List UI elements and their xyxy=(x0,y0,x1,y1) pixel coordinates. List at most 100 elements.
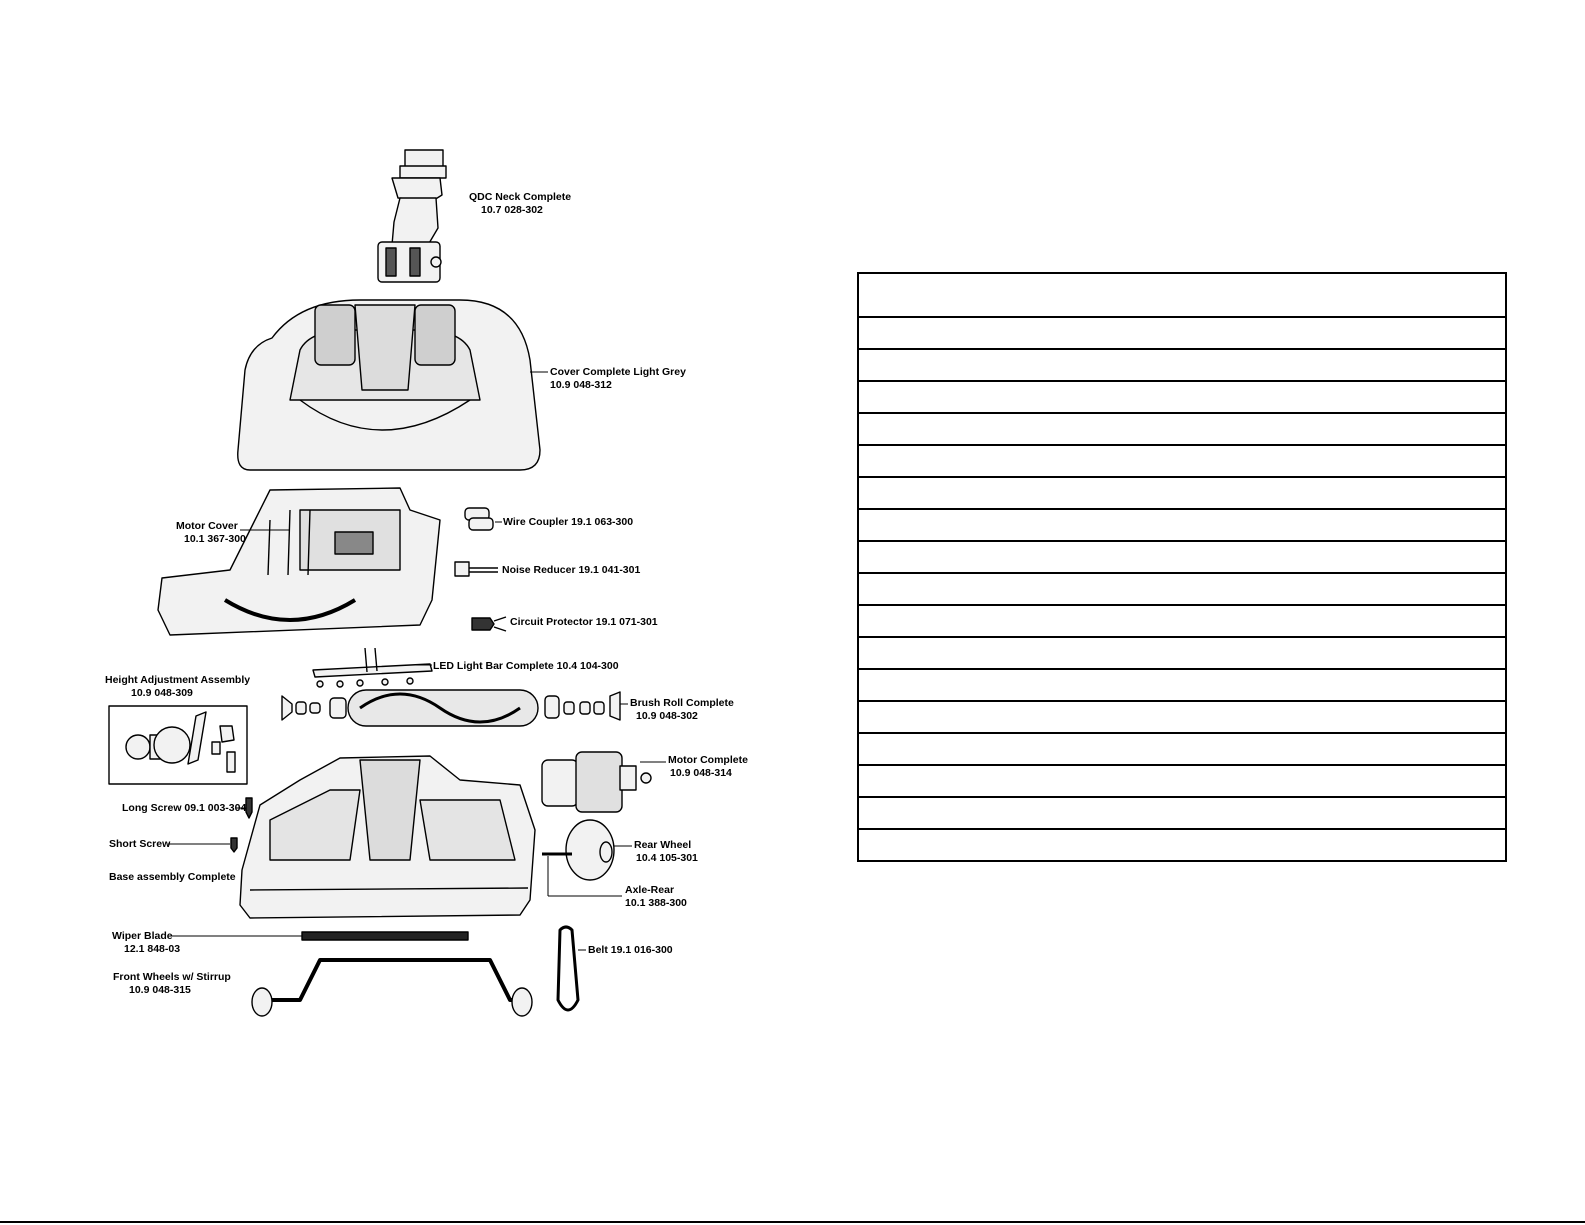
table-row xyxy=(858,477,1506,510)
brush-roll-name: Brush Roll Complete xyxy=(630,697,734,709)
base-assembly-label: Base assembly Complete xyxy=(109,871,236,884)
table-cell xyxy=(858,765,1506,798)
wire-coupler-name: Wire Coupler 19.1 063-300 xyxy=(503,516,634,528)
front-wheels-number: 10.9 048-315 xyxy=(129,984,191,996)
parts-table-body xyxy=(858,273,1506,861)
table-row xyxy=(858,317,1506,350)
table-header-row xyxy=(858,273,1506,318)
wire-coupler-label: Wire Coupler 19.1 063-300 xyxy=(503,516,633,529)
table-row xyxy=(858,541,1506,574)
led-light-bar-label: LED Light Bar Complete 10.4 104-300 xyxy=(433,660,619,673)
motor-cover-name: Motor Cover xyxy=(176,520,238,532)
height-adjustment-name: Height Adjustment Assembly xyxy=(105,674,251,686)
cover-name: Cover Complete Light Grey xyxy=(550,366,686,378)
table-cell xyxy=(858,797,1506,830)
table-cell xyxy=(858,445,1506,478)
noise-reducer-name: Noise Reducer 19.1 041-301 xyxy=(502,564,641,576)
table-row xyxy=(858,349,1506,382)
bottom-rule xyxy=(0,1221,1585,1223)
belt-name: Belt 19.1 016-300 xyxy=(588,944,673,956)
table-cell xyxy=(858,541,1506,574)
brush-roll-label: Brush Roll Complete 10.9 048-302 xyxy=(630,697,734,723)
table-row xyxy=(858,509,1506,542)
table-cell xyxy=(858,701,1506,734)
table-row xyxy=(858,605,1506,638)
led-light-bar-name: LED Light Bar Complete 10.4 104-300 xyxy=(433,660,619,672)
motor-cover-number: 10.1 367-300 xyxy=(184,533,246,545)
table-cell xyxy=(858,573,1506,606)
table-cell xyxy=(858,273,1506,318)
motor-name: Motor Complete xyxy=(668,754,748,766)
front-wheels-drawing xyxy=(251,958,533,1017)
table-cell xyxy=(858,317,1506,350)
brush-roll-drawing xyxy=(281,689,621,727)
table-row xyxy=(858,381,1506,414)
qdc-neck-number: 10.7 028-302 xyxy=(481,204,543,216)
table-cell xyxy=(858,509,1506,542)
wiper-blade-number: 12.1 848-03 xyxy=(124,943,181,955)
cover-number: 10.9 048-312 xyxy=(550,379,612,391)
belt-label: Belt 19.1 016-300 xyxy=(588,944,673,957)
qdc-neck-name: QDC Neck Complete xyxy=(469,191,572,203)
table-cell xyxy=(858,669,1506,702)
table-row xyxy=(858,733,1506,766)
circuit-protector-drawing xyxy=(471,616,507,632)
wiper-blade-name: Wiper Blade xyxy=(112,930,173,942)
table-row xyxy=(858,701,1506,734)
height-adjustment-drawing xyxy=(125,711,236,773)
table-row xyxy=(858,765,1506,798)
height-adjustment-number: 10.9 048-309 xyxy=(131,687,193,699)
cover-drawing xyxy=(237,299,541,471)
wiper-blade-label: Wiper Blade 12.1 848-03 xyxy=(112,930,180,956)
axle-rear-label: Axle-Rear 10.1 388-300 xyxy=(625,884,687,910)
motor-label: Motor Complete 10.9 048-314 xyxy=(668,754,748,780)
table-row xyxy=(858,445,1506,478)
noise-reducer-drawing xyxy=(454,561,498,577)
table-cell xyxy=(858,733,1506,766)
table-cell xyxy=(858,605,1506,638)
wire-coupler-drawing xyxy=(464,507,494,531)
cover-label: Cover Complete Light Grey 10.9 048-312 xyxy=(550,366,686,392)
axle-rear-number: 10.1 388-300 xyxy=(625,897,687,909)
long-screw-drawing xyxy=(245,797,253,819)
motor-cover-drawing xyxy=(157,487,441,636)
belt-drawing xyxy=(556,925,580,1012)
motor-cover-label: Motor Cover 10.1 367-300 xyxy=(176,520,246,546)
motor-number: 10.9 048-314 xyxy=(670,767,732,779)
table-cell xyxy=(858,637,1506,670)
parts-table xyxy=(857,272,1507,862)
long-screw-label: Long Screw 09.1 003-304 xyxy=(122,802,246,815)
qdc-neck-label: QDC Neck Complete 10.7 028-302 xyxy=(469,191,571,217)
table-row xyxy=(858,797,1506,830)
rear-wheel-drawing xyxy=(542,819,615,881)
circuit-protector-label: Circuit Protector 19.1 071-301 xyxy=(510,616,658,629)
qdc-neck-drawing xyxy=(377,149,447,283)
table-row xyxy=(858,669,1506,702)
axle-rear-name: Axle-Rear xyxy=(625,884,675,896)
long-screw-name: Long Screw 09.1 003-304 xyxy=(122,802,247,814)
table-row xyxy=(858,573,1506,606)
table-cell xyxy=(858,349,1506,382)
front-wheels-label: Front Wheels w/ Stirrup 10.9 048-315 xyxy=(113,971,231,997)
short-screw-drawing xyxy=(230,837,238,853)
led-light-bar-drawing xyxy=(312,647,433,688)
table-row xyxy=(858,637,1506,670)
brush-roll-number: 10.9 048-302 xyxy=(636,710,698,722)
height-adjustment-label: Height Adjustment Assembly 10.9 048-309 xyxy=(105,674,250,700)
table-row xyxy=(858,413,1506,446)
noise-reducer-label: Noise Reducer 19.1 041-301 xyxy=(502,564,640,577)
base-assembly-drawing xyxy=(239,755,536,919)
rear-wheel-label: Rear Wheel 10.4 105-301 xyxy=(634,839,698,865)
table-cell xyxy=(858,413,1506,446)
rear-wheel-number: 10.4 105-301 xyxy=(636,852,698,864)
motor-drawing xyxy=(541,751,652,813)
wiper-blade-drawing xyxy=(301,931,469,941)
circuit-protector-name: Circuit Protector 19.1 071-301 xyxy=(510,616,658,628)
table-row xyxy=(858,829,1506,861)
table-cell xyxy=(858,477,1506,510)
table-cell xyxy=(858,829,1506,861)
front-wheels-name: Front Wheels w/ Stirrup xyxy=(113,971,231,983)
short-screw-name: Short Screw xyxy=(109,838,171,850)
short-screw-label: Short Screw xyxy=(109,838,170,851)
exploded-parts-diagram xyxy=(108,149,666,1017)
